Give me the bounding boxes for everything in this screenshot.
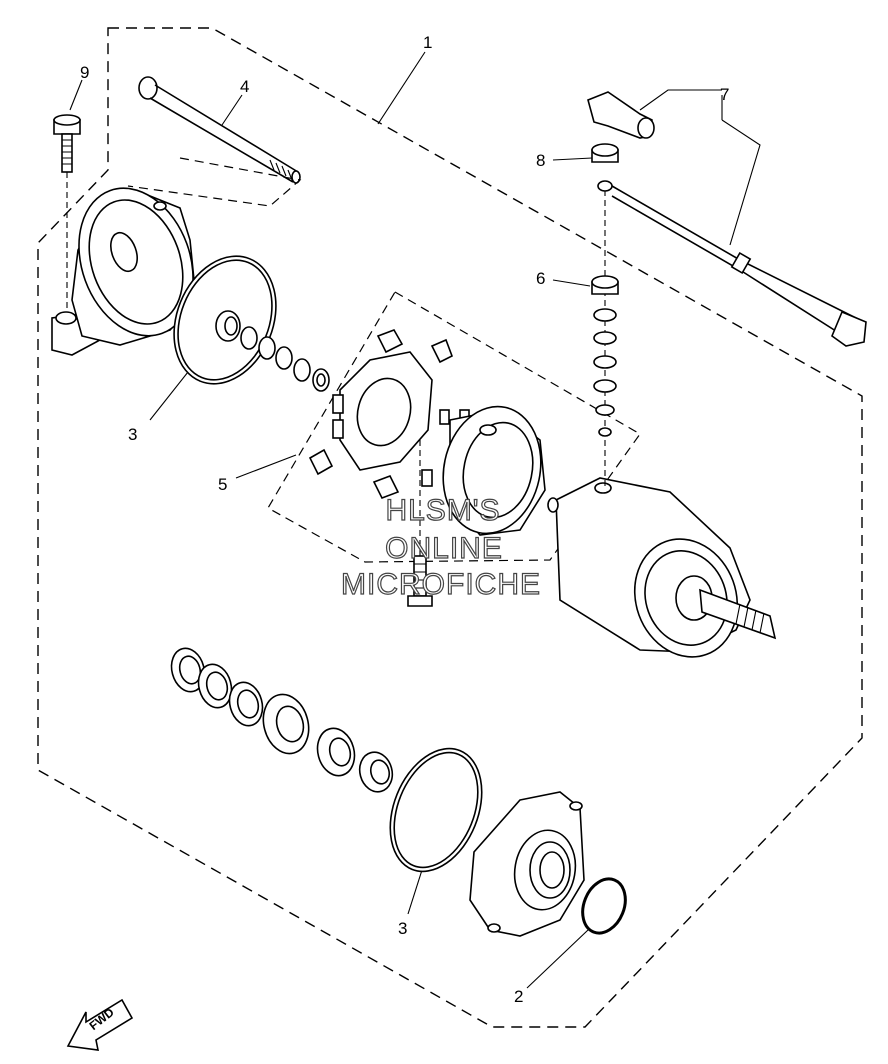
callout-7: 7 (720, 85, 729, 104)
brush-plate (308, 329, 470, 500)
front-cover-housing (469, 791, 585, 937)
starter-lead-wire (587, 91, 867, 347)
watermark-line-1: HLSM'S (385, 493, 501, 527)
callout-4: 4 (240, 77, 249, 96)
motor-yoke (547, 477, 777, 658)
callout-5: 5 (218, 475, 227, 494)
terminal-washer-stack (591, 143, 619, 488)
front-washer-stack (170, 647, 394, 793)
o-ring-lower (389, 747, 483, 873)
assembly-boundary-1 (37, 27, 863, 1028)
callout-3-upper: 3 (128, 425, 137, 444)
washer-stack-rear (215, 310, 330, 392)
long-through-bolt (127, 76, 302, 207)
watermark-line-2: ONLINE (385, 531, 503, 565)
watermark-line-3: MICROFICHE (340, 567, 541, 601)
callout-8: 8 (536, 151, 545, 170)
assembly-boundary-5 (267, 291, 641, 563)
callout-9: 9 (80, 63, 89, 82)
leader-lines (69, 51, 761, 989)
callout-2: 2 (514, 987, 523, 1006)
brush-holder (421, 405, 546, 536)
fwd-arrow-icon (66, 998, 134, 1051)
terminal-bolt (407, 440, 433, 607)
o-ring-small (581, 877, 627, 935)
callout-1: 1 (423, 33, 432, 52)
mounting-bolt (53, 114, 81, 320)
rear-cover-housing (51, 187, 197, 356)
callout-3-lower: 3 (398, 919, 407, 938)
callout-6: 6 (536, 269, 545, 288)
